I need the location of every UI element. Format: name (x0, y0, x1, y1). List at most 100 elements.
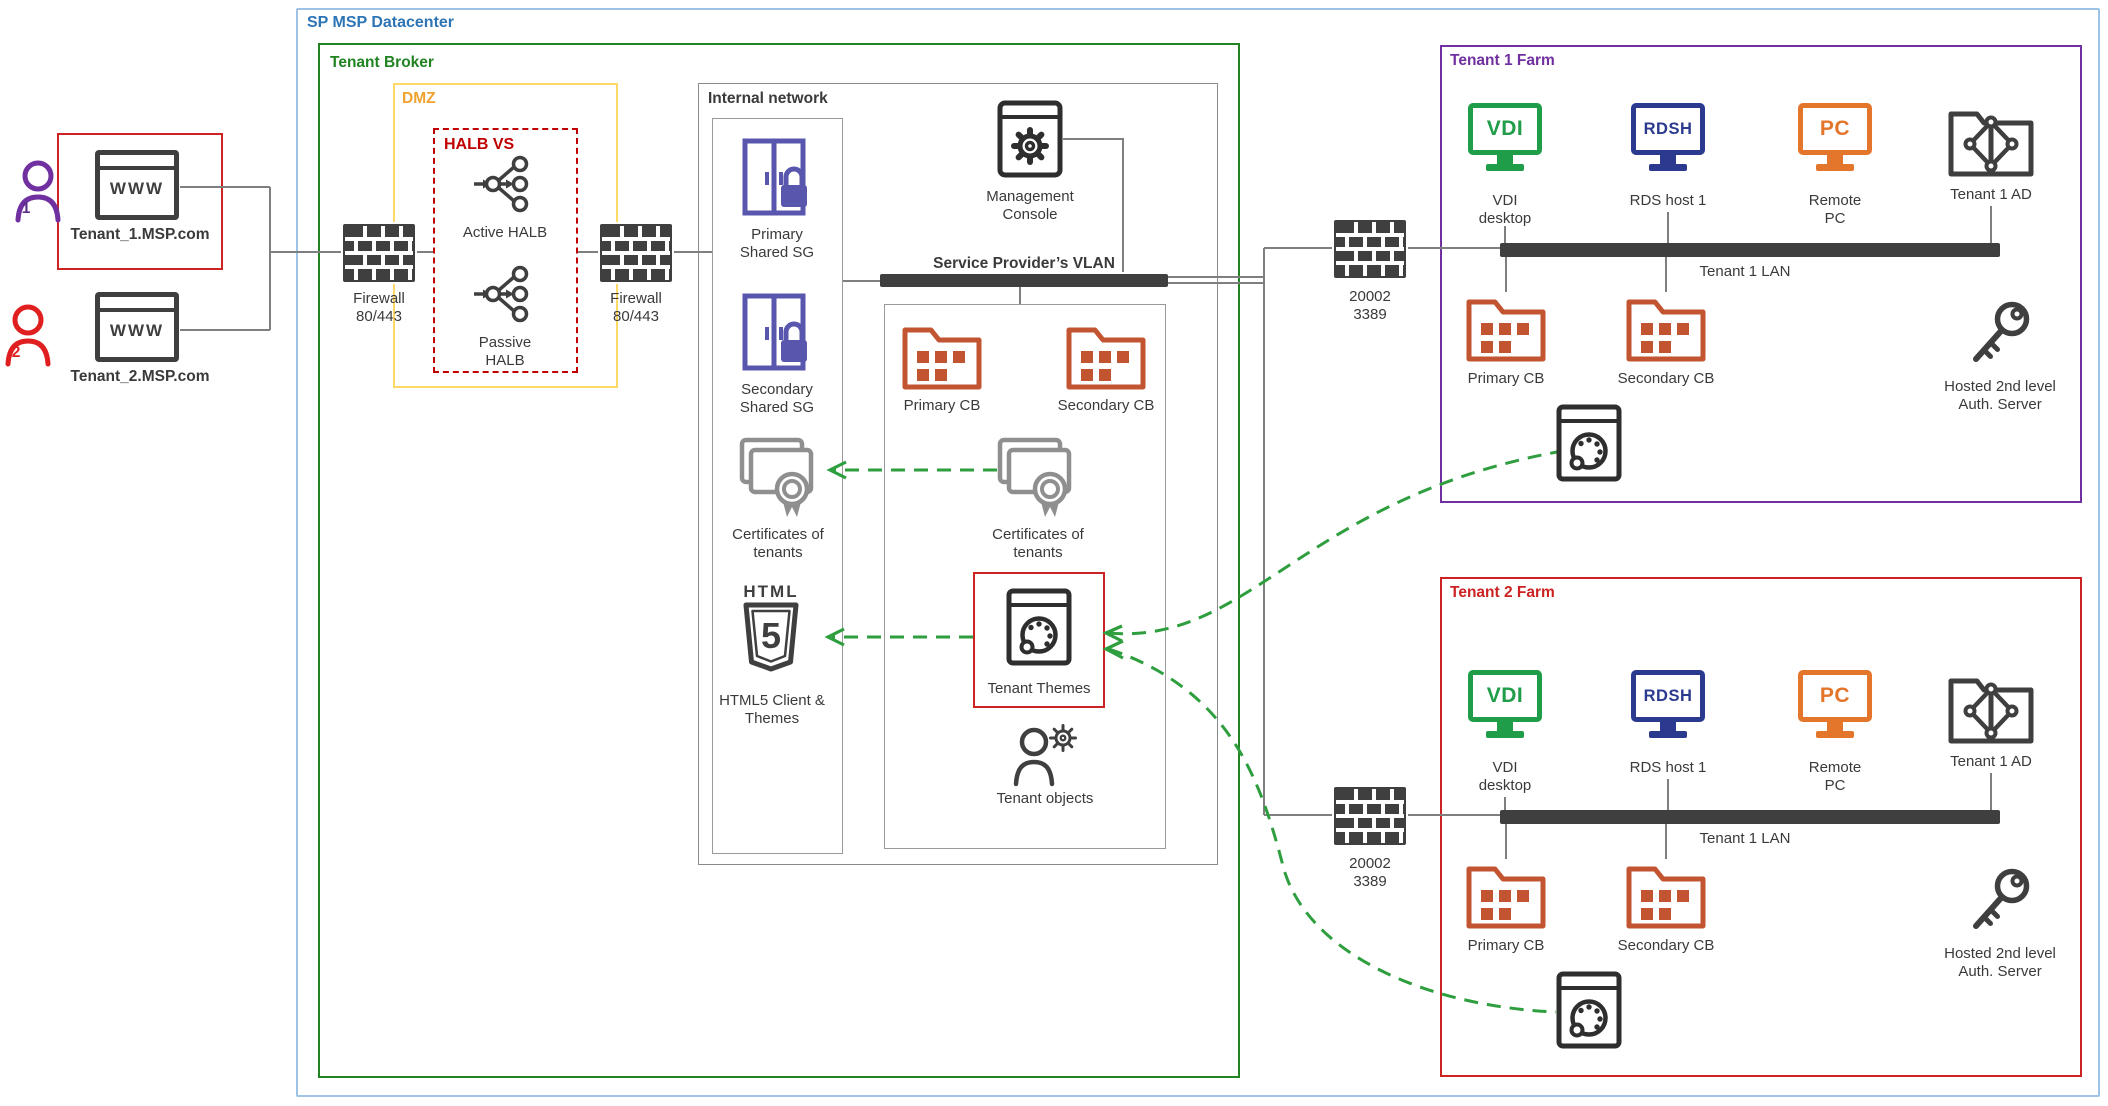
firewall-farm2-icon (1331, 785, 1409, 852)
active-halb-label: Active HALB (462, 224, 548, 241)
browser-titlebar (100, 155, 174, 170)
www-text: WWW (109, 179, 165, 198)
farm2-pc-icon: PC (1798, 670, 1872, 738)
certificates-right-label: Certificates of tenants (992, 526, 1084, 561)
farm1-vdi-icon: VDI (1468, 103, 1542, 171)
vdi-badge: VDI (1468, 103, 1542, 155)
svg-text:HTML: HTML (743, 582, 798, 601)
rdsh-badge: RDSH (1631, 670, 1705, 722)
farm1-pc-icon: PC (1798, 103, 1872, 171)
tenant-broker-box (318, 43, 1240, 1078)
certificates-left-label: Certificates of tenants (732, 526, 824, 561)
user1-icon (12, 156, 64, 229)
theme-sync-dashed-lines (832, 450, 1558, 1014)
primary-shared-sg-label: Primary Shared SG (739, 226, 815, 261)
tenant2-farm-box (1440, 577, 2082, 1077)
passive-halb-icon (473, 262, 537, 331)
farm1-auth-label: Hosted 2nd level Auth. Server (1944, 378, 2056, 413)
farm1-vdi-label: VDI desktop (1478, 192, 1532, 227)
tenant-objects-icon (1003, 720, 1079, 795)
farm2-secondary-cb-label: Secondary CB (1617, 937, 1715, 954)
management-console-label: Management Console (986, 188, 1074, 223)
farm2-ad-icon (1946, 672, 2036, 751)
user1-browser-icon: WWW (95, 150, 179, 220)
farm2-rdsh-icon: RDSH (1631, 670, 1705, 738)
farm1-secondary-cb-icon (1624, 292, 1708, 369)
passive-halb-label: Passive HALB (478, 334, 532, 369)
internal-secondary-cb-label: Secondary CB (1057, 397, 1155, 414)
rdsh-badge: RDSH (1631, 103, 1705, 155)
farm1-lan-bar (1500, 243, 2000, 257)
html5-client-label: HTML5 Client & Themes (719, 692, 825, 727)
farm2-vdi-icon: VDI (1468, 670, 1542, 738)
farm1-ad-icon (1946, 105, 2036, 184)
tenant-objects-label: Tenant objects (996, 790, 1094, 807)
internal-secondary-cb-icon (1064, 320, 1148, 397)
farm1-primary-cb-icon (1464, 292, 1548, 369)
management-console-icon (997, 100, 1063, 183)
halb-vs-label: HALB VS (444, 136, 515, 153)
user2-icon (2, 300, 54, 373)
pc-badge: PC (1798, 670, 1872, 722)
farm1-theme-icon (1556, 404, 1622, 487)
farm1-rdsh-label: RDS host 1 (1629, 192, 1707, 209)
user2-number: 2 (11, 344, 21, 361)
sp-vlan-label: Service Provider’s VLAN (933, 255, 1115, 272)
farm1-auth-key-icon (1964, 294, 2036, 377)
certificates-left-icon (736, 432, 824, 525)
farm2-lan-label: Tenant 1 LAN (1699, 830, 1791, 847)
secondary-shared-sg-icon (742, 293, 810, 380)
certificates-right-icon (994, 432, 1082, 525)
vdi-badge: VDI (1468, 670, 1542, 722)
halb-vs-box (433, 128, 578, 373)
primary-shared-sg-icon (742, 138, 810, 225)
farm1-lan-label: Tenant 1 LAN (1699, 263, 1791, 280)
farm1-ad-label: Tenant 1 AD (1950, 186, 2032, 203)
shared-sg-column-box (712, 118, 843, 854)
sp-vlan-bar (880, 274, 1168, 287)
user2-browser-icon: WWW (95, 292, 179, 362)
farm2-primary-cb-icon (1464, 859, 1548, 936)
html5-icon: HTML 5 (740, 582, 802, 685)
dmz-label: DMZ (402, 90, 436, 107)
tenant2-farm-label: Tenant 2 Farm (1450, 584, 1555, 601)
farm2-rdsh-label: RDS host 1 (1629, 759, 1707, 776)
tenant1-farm-label: Tenant 1 Farm (1450, 52, 1555, 69)
farm2-auth-label: Hosted 2nd level Auth. Server (1944, 945, 2056, 980)
farm1-secondary-cb-label: Secondary CB (1617, 370, 1715, 387)
www-text: WWW (109, 321, 165, 340)
firewall-edge-icon (341, 222, 417, 289)
datacenter-box (296, 8, 2100, 1097)
farm2-theme-icon (1556, 971, 1622, 1054)
tenant-themes-label: Tenant Themes (987, 680, 1091, 697)
tenant2-domain-label: Tenant_2.MSP.com (70, 368, 210, 385)
farm1-rdsh-icon: RDSH (1631, 103, 1705, 171)
firewall-inner-icon (598, 222, 674, 289)
active-halb-icon (473, 152, 537, 221)
farm2-pc-label: Remote PC (1808, 759, 1862, 794)
svg-text:5: 5 (761, 615, 781, 656)
farm1-primary-cb-label: Primary CB (1467, 370, 1545, 387)
tenant-broker-label: Tenant Broker (330, 54, 434, 71)
tenant1-domain-label: Tenant_1.MSP.com (70, 226, 210, 243)
browser-titlebar (100, 297, 174, 312)
green-arrowheads (824, 460, 1124, 660)
internal-primary-cb-icon (900, 320, 984, 397)
internal-primary-cb-label: Primary CB (903, 397, 981, 414)
farm2-auth-key-icon (1964, 861, 2036, 944)
internal-network-label: Internal network (708, 90, 828, 107)
farm2-primary-cb-label: Primary CB (1467, 937, 1545, 954)
firewall-farm1-icon (1331, 218, 1409, 285)
pc-badge: PC (1798, 103, 1872, 155)
user1-number: 1 (21, 200, 31, 217)
datacenter-label: SP MSP Datacenter (307, 14, 455, 31)
farm1-pc-label: Remote PC (1808, 192, 1862, 227)
secondary-shared-sg-label: Secondary Shared SG (739, 381, 815, 416)
farm2-secondary-cb-icon (1624, 859, 1708, 936)
cb-column-box (884, 304, 1166, 849)
tenant1-farm-box (1440, 45, 2082, 503)
farm2-lan-bar (1500, 810, 2000, 824)
tenant-themes-icon (1006, 588, 1072, 671)
